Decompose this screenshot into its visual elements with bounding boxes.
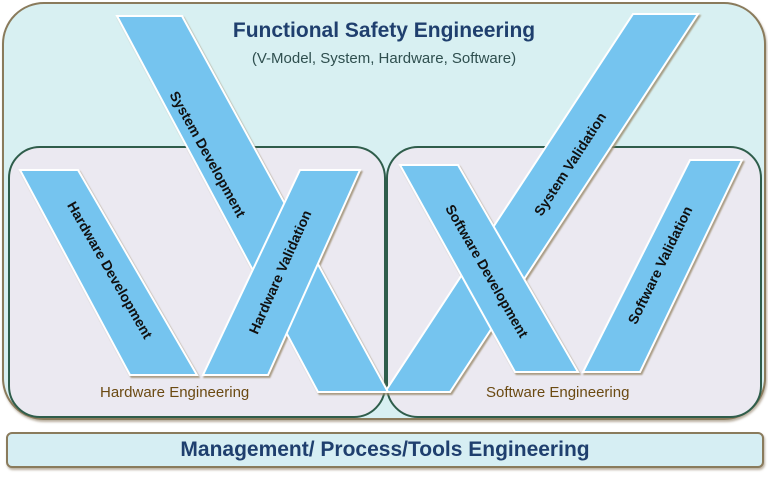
- software-validation-band: [581, 159, 744, 373]
- software-engineering-label: Software Engineering: [486, 384, 630, 401]
- diagram-subtitle: (V-Model, System, Hardware, Software): [251, 50, 517, 67]
- system-development-band: [115, 15, 390, 393]
- hardware-validation-band: [201, 169, 362, 376]
- hardware-development-band: [18, 169, 199, 376]
- software-development-band: [398, 164, 580, 373]
- diagram-title: Functional Safety Engineering: [232, 19, 536, 42]
- hardware-engineering-label: Hardware Engineering: [100, 384, 250, 401]
- management-process-tools-bar: Management/ Process/Tools Engineering: [6, 432, 764, 468]
